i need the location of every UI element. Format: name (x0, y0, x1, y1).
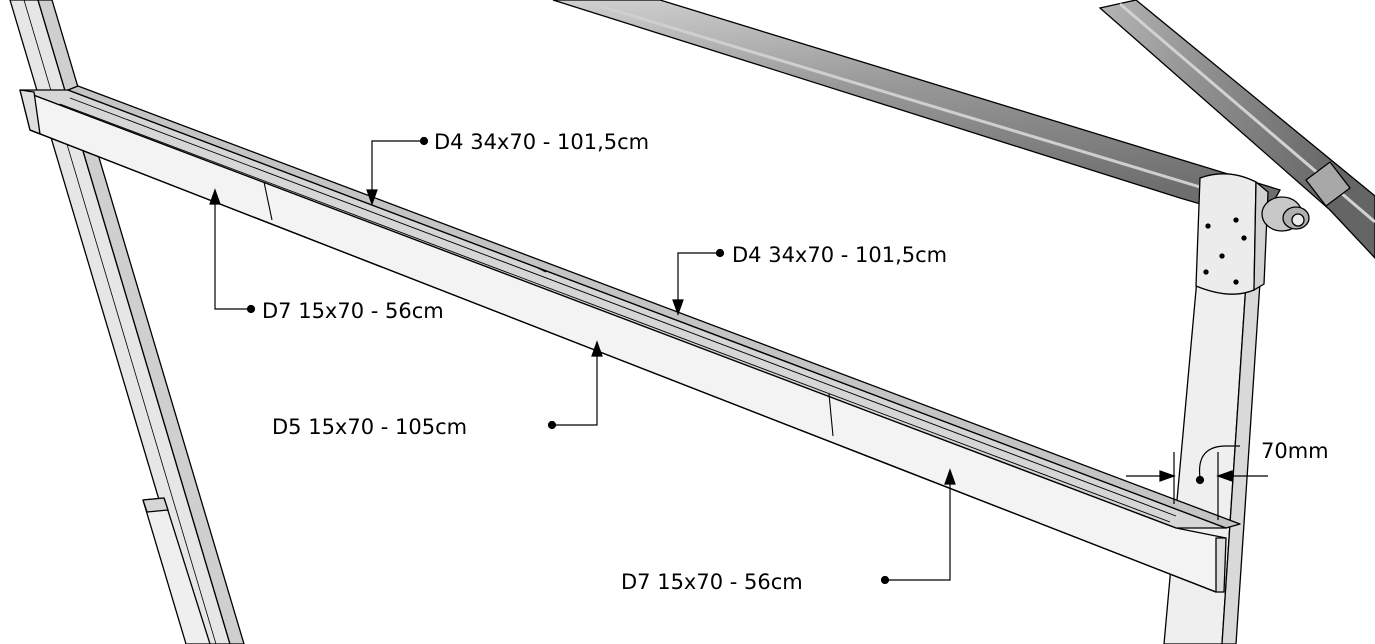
right-pipe (1098, 0, 1375, 259)
leader-d7-left (209, 188, 256, 314)
label-70mm: 70mm (1261, 439, 1329, 463)
label-d7-left: D7 15x70 - 56cm (262, 299, 444, 323)
leader-d4-top (366, 136, 429, 206)
label-d7-right: D7 15x70 - 56cm (621, 570, 803, 594)
beam-assembly (19, 85, 1241, 593)
leader-d7-right (880, 468, 956, 585)
label-d5: D5 15x70 - 105cm (272, 415, 467, 439)
dimension-70mm (1126, 445, 1268, 520)
bracket-plate (1195, 173, 1269, 295)
bolt-icon (1261, 196, 1310, 232)
leader-d4-mid (672, 248, 725, 316)
label-d4-mid: D4 34x70 - 101,5cm (732, 243, 947, 267)
left-post (9, 0, 245, 644)
label-d4-top: D4 34x70 - 101,5cm (434, 130, 649, 154)
leader-d5 (547, 340, 603, 430)
